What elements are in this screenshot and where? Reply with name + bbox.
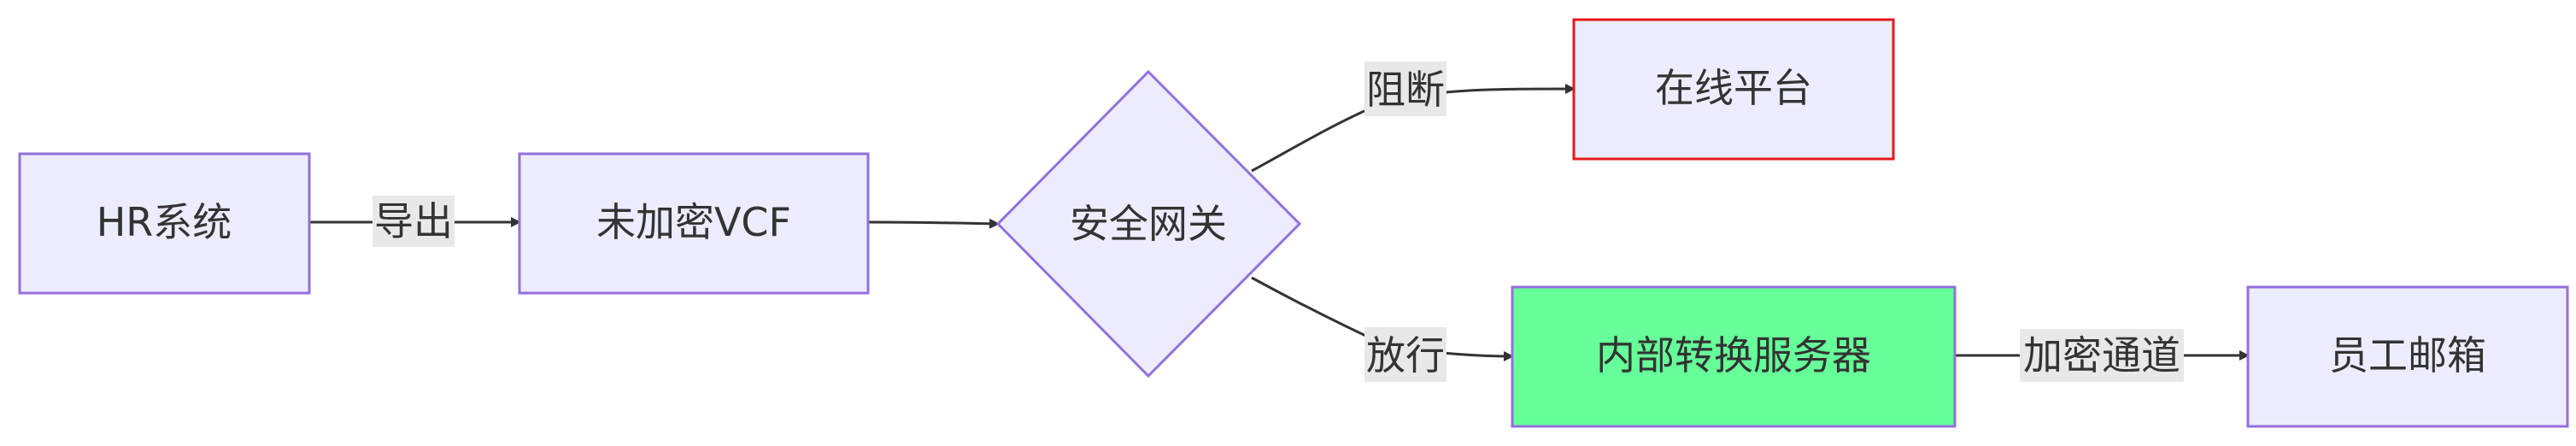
edge-label-encrypted-text: 加密通道 (2023, 332, 2180, 379)
node-unencrypted-vcf[interactable]: 未加密VCF (518, 152, 870, 295)
edge-vcf-to-gateway (867, 218, 1000, 229)
edge-label-export-text: 导出 (374, 198, 453, 244)
edge-label-encrypted: 加密通道 (2020, 329, 2184, 382)
edge-label-block-text: 阻断 (1366, 67, 1445, 113)
node-online-platform[interactable]: 在线平台 (1572, 18, 1895, 161)
node-security-gateway-diamond (995, 69, 1302, 379)
node-security-gateway-label: 安全网关 (1070, 201, 1227, 247)
node-internal-conversion-server[interactable]: 内部转换服务器 (1511, 285, 1957, 428)
node-employee-mailbox-box (2246, 285, 2569, 428)
node-security-gateway[interactable]: 安全网关 (995, 69, 1302, 379)
node-online-platform-box (1572, 18, 1895, 161)
edge-label-allow: 放行 (1364, 327, 1446, 382)
edge-labels: 导出 阻断 放行 加密通道 (373, 62, 2184, 382)
node-internal-conversion-server-label: 内部转换服务器 (1596, 332, 1871, 379)
edge-label-export: 导出 (373, 196, 455, 247)
node-hr-system-label: HR系统 (97, 199, 232, 245)
nodes: HR系统 未加密VCF 安全网关 在线平台 内部转换服务器 (18, 18, 2569, 428)
node-online-platform-label: 在线平台 (1655, 65, 1812, 111)
node-internal-conversion-server-box (1511, 285, 1957, 428)
edge-label-block: 阻断 (1364, 62, 1446, 116)
node-employee-mailbox-label: 员工邮箱 (2329, 332, 2486, 379)
node-unencrypted-vcf-label: 未加密VCF (596, 199, 791, 245)
node-unencrypted-vcf-box (518, 152, 870, 295)
node-employee-mailbox[interactable]: 员工邮箱 (2246, 285, 2569, 428)
node-hr-system-box (18, 152, 311, 295)
edge-label-allow-text: 放行 (1366, 332, 1445, 379)
node-hr-system[interactable]: HR系统 (18, 152, 311, 295)
